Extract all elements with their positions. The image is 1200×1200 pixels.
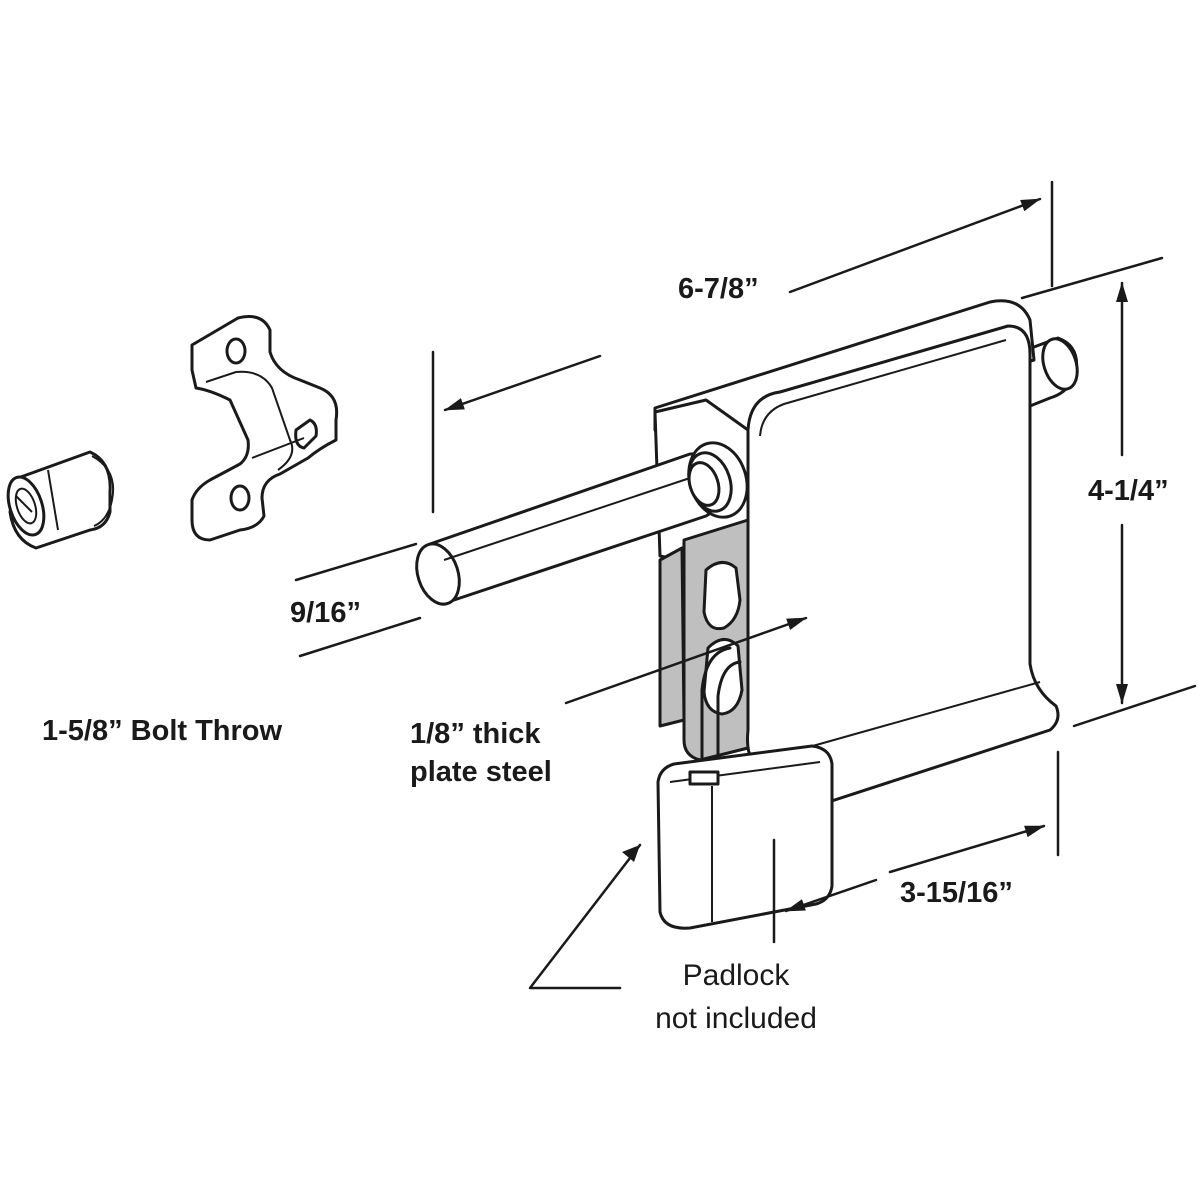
dimension-bolt-diameter: 9/16” — [290, 542, 422, 658]
dimension-plate-width: 3-15/16” — [772, 750, 1060, 944]
bolt-throw-label: 1-5/8” Bolt Throw — [42, 715, 283, 747]
locking-bolt — [415, 441, 749, 606]
plate-thickness-line2: plate steel — [410, 756, 552, 788]
bolt-diameter-label: 9/16” — [290, 597, 361, 629]
plate-width-label: 3-15/16” — [900, 877, 1013, 909]
lock-plate — [653, 299, 1060, 812]
padlock-line1: Padlock — [683, 959, 791, 992]
overall-length-label: 6-7/8” — [678, 273, 759, 305]
callout-padlock: Padlock not included — [528, 843, 817, 1035]
height-label: 4-1/4” — [1088, 475, 1169, 507]
dimension-height: 4-1/4” — [1020, 256, 1197, 728]
callout-plate-thickness: 1/8” thick plate steel — [410, 616, 808, 788]
dimension-overall-length: 6-7/8” — [431, 180, 1054, 514]
bolt-strike-bracket — [190, 315, 339, 542]
sleeve-bushing — [6, 450, 114, 550]
padlock — [656, 646, 834, 930]
padlock-line2: not included — [655, 1002, 817, 1035]
plate-thickness-line1: 1/8” thick — [410, 718, 541, 750]
